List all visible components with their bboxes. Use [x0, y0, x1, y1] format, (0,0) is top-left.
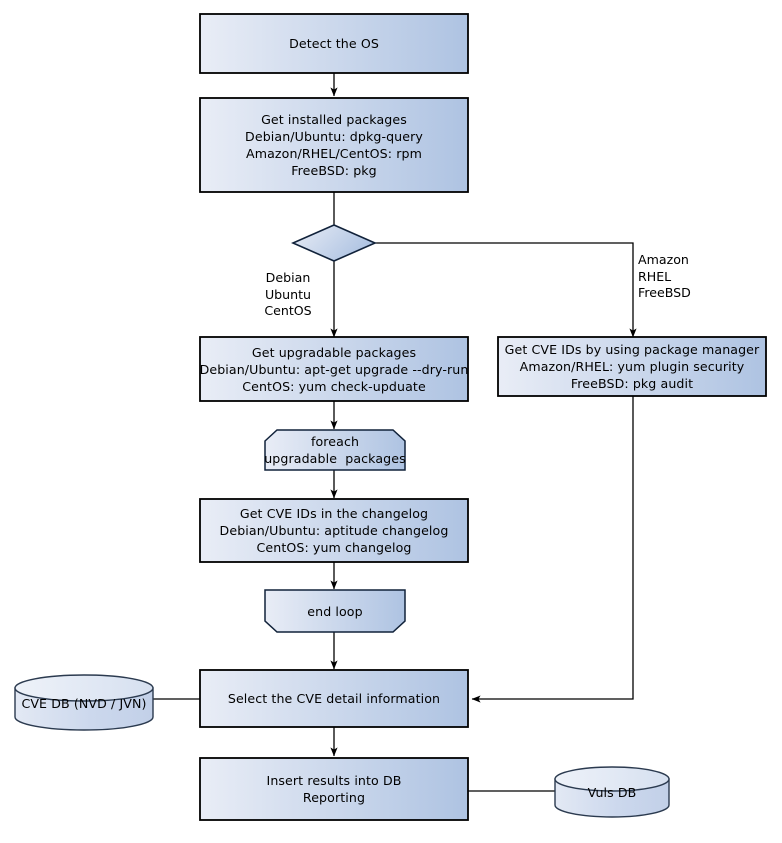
node-end-loop[interactable] — [264, 589, 406, 633]
edge-decision-to-package-manager — [375, 242, 637, 338]
edge-packagemanager-to-select — [471, 396, 634, 703]
node-get-cve-ids-package-manager[interactable] — [497, 336, 767, 397]
node-get-upgradable-packages[interactable] — [199, 336, 469, 402]
node-get-cve-ids-changelog[interactable] — [199, 498, 469, 563]
node-vuls-db[interactable] — [554, 766, 670, 818]
node-detect-os[interactable] — [199, 13, 469, 74]
node-foreach-loop-start[interactable] — [264, 429, 406, 471]
node-select-cve-detail[interactable] — [199, 669, 469, 728]
node-get-installed-packages[interactable] — [199, 97, 469, 193]
node-insert-results[interactable] — [199, 757, 469, 821]
node-cve-db[interactable] — [14, 674, 154, 731]
node-os-branch-decision[interactable] — [291, 224, 377, 262]
